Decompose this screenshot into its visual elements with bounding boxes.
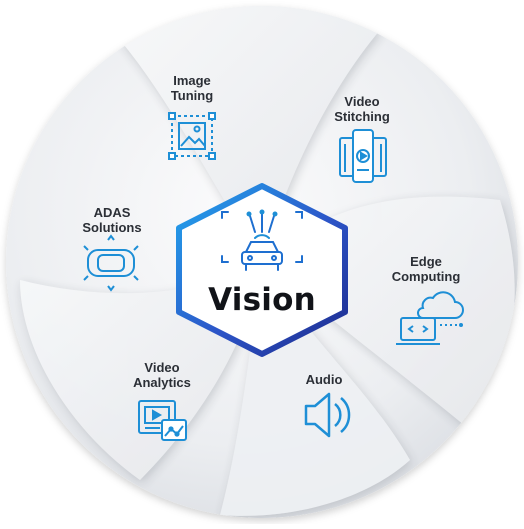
video-stitching-icon — [339, 129, 387, 183]
video-analytics-icon — [138, 400, 187, 441]
segment-adas-solutions: ADAS Solutions — [72, 205, 152, 235]
center-hexagon — [176, 183, 348, 357]
segment-label-line1: Audio — [305, 372, 343, 387]
segment-label-line2: Analytics — [133, 375, 191, 390]
segment-audio: Audio — [294, 372, 354, 387]
autonomous-car-chip-icon — [221, 209, 303, 271]
speaker-icon — [304, 392, 351, 438]
segment-label-line1: Image — [173, 73, 211, 88]
car-sensor-icon — [83, 234, 139, 292]
image-frame-icon — [168, 112, 216, 160]
segment-label-line1: Edge — [410, 254, 442, 269]
cloud-laptop-icon — [396, 291, 464, 345]
segment-video-analytics: Video Analytics — [122, 360, 202, 390]
segment-label-line1: Video — [144, 360, 180, 375]
segment-video-stitching: Video Stitching — [322, 94, 402, 124]
segment-image-tuning: Image Tuning — [160, 73, 224, 103]
segment-label-line2: Solutions — [82, 220, 142, 235]
segment-label-line1: Video — [344, 94, 380, 109]
segment-edge-computing: Edge Computing — [386, 254, 466, 284]
segment-label-line2: Tuning — [170, 88, 214, 103]
segment-label-line2: Computing — [391, 269, 461, 284]
segment-label-line2: Stitching — [334, 109, 390, 124]
hub-title: Vision — [208, 282, 316, 318]
segment-label-line1: ADAS — [93, 205, 131, 220]
